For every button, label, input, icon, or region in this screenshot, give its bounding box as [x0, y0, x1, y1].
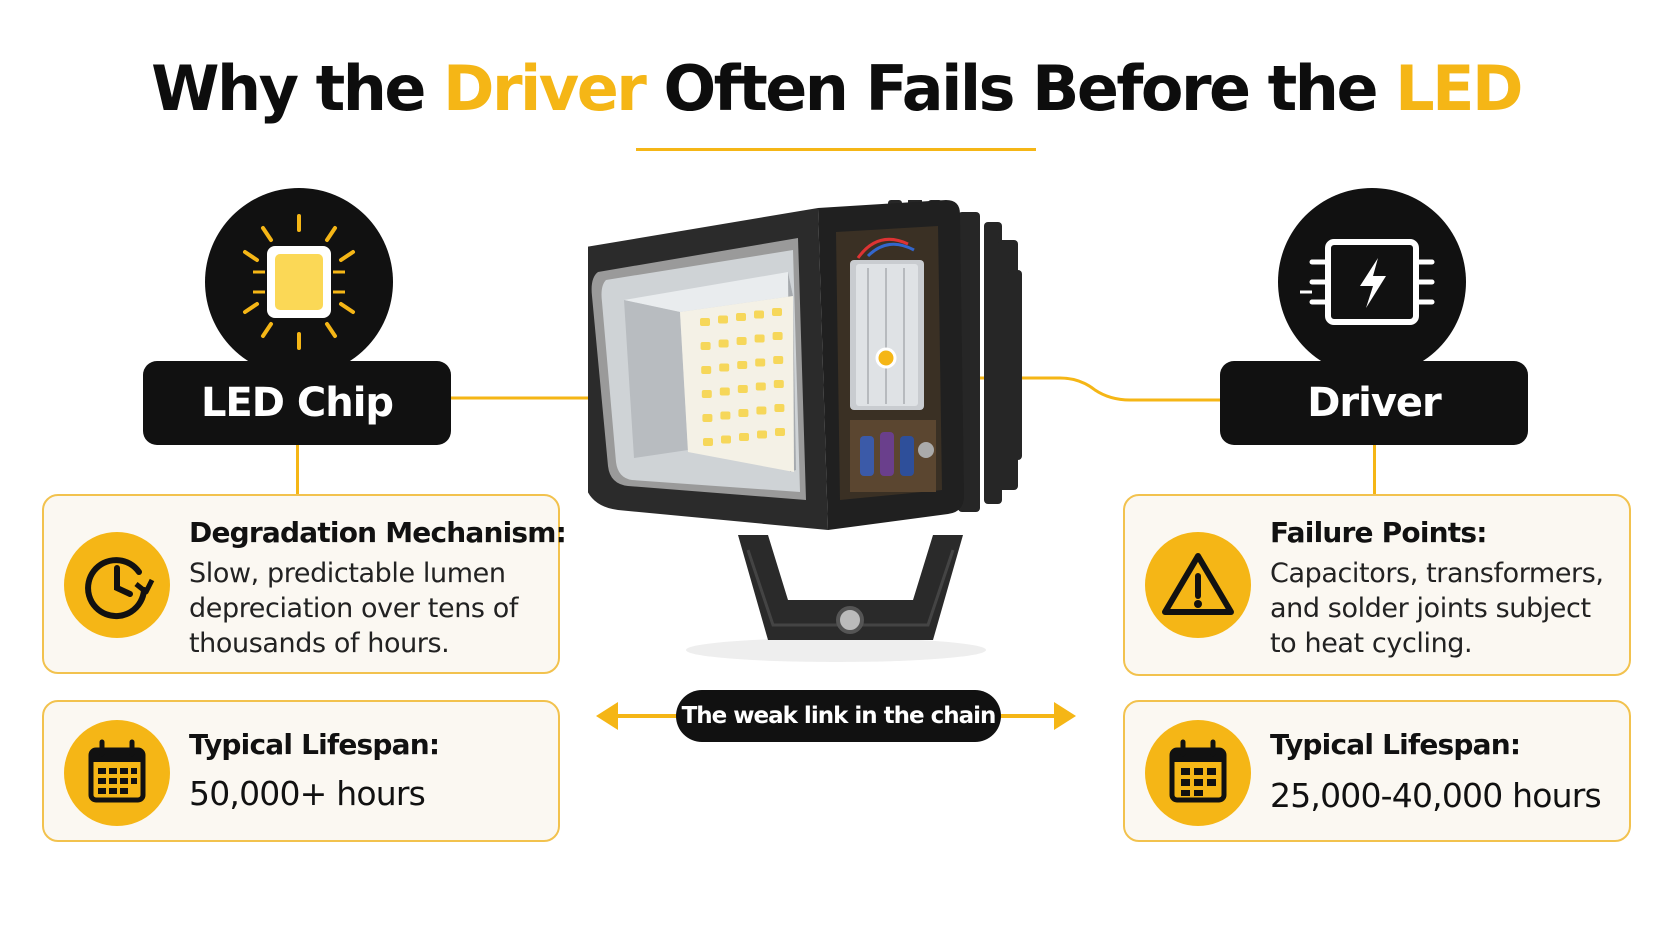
led-dot: [773, 356, 784, 364]
degradation-text-line-2: depreciation over tens of: [189, 593, 518, 624]
clock-icon-badge: [64, 532, 170, 638]
degradation-text: Slow, predictable lumen depreciation ove…: [189, 556, 518, 661]
weak-link-caption: The weak link in the chain: [676, 690, 1001, 742]
led-dot: [702, 414, 713, 422]
led-lifespan-card: Typical Lifespan: 50,000+ hours: [42, 700, 560, 842]
led-dot: [775, 428, 785, 436]
failure-points-line-3: to heat cycling.: [1270, 628, 1473, 659]
title-highlight-led: LED: [1395, 52, 1523, 125]
left-connector: [296, 445, 299, 495]
warning-icon-badge: [1145, 532, 1251, 638]
led-dot: [736, 313, 746, 321]
led-dot: [757, 430, 767, 439]
calendar-icon: [1169, 739, 1227, 803]
led-dot: [720, 411, 731, 420]
led-dot: [719, 387, 730, 396]
led-dot: [701, 390, 712, 398]
driver-chip-icon: [1300, 239, 1435, 325]
warning-icon: [1162, 553, 1234, 615]
clock-icon: [85, 557, 155, 620]
failure-points-line-2: and solder joints subject: [1270, 593, 1591, 624]
calendar-icon: [88, 739, 146, 803]
failure-points-text: Capacitors, transformers, and solder joi…: [1270, 556, 1604, 661]
led-dot: [772, 308, 782, 316]
calendar-icon-badge: [64, 720, 170, 826]
led-lifespan-value: 50,000+ hours: [189, 774, 426, 813]
right-connector: [1373, 445, 1376, 495]
led-dot: [739, 433, 749, 441]
led-dot: [701, 366, 712, 374]
led-dot: [774, 404, 785, 412]
led-chip-icon: [243, 214, 355, 350]
title-underline: [636, 148, 1036, 151]
title-part-1: Why the: [151, 52, 444, 125]
page-title: Why the Driver Often Fails Before the LE…: [0, 52, 1672, 125]
led-dot: [700, 318, 710, 326]
led-dot: [719, 363, 730, 372]
floodlight-illustration: [588, 200, 1022, 662]
degradation-text-line-3: thousands of hours.: [189, 628, 450, 659]
led-dot: [755, 358, 766, 367]
led-dot: [721, 435, 731, 444]
led-dot: [772, 332, 783, 340]
led-chip-label: LED Chip: [143, 361, 451, 445]
led-dot: [718, 315, 728, 324]
degradation-heading: Degradation Mechanism:: [189, 516, 567, 549]
title-part-2: Often Fails Before the: [644, 52, 1396, 125]
led-chip-icon-circle: [205, 188, 393, 376]
led-lifespan-heading: Typical Lifespan:: [189, 728, 440, 761]
led-dot: [754, 310, 764, 319]
degradation-text-line-1: Slow, predictable lumen: [189, 558, 506, 589]
driver-chip-icon-circle: [1278, 188, 1466, 376]
led-dot: [703, 438, 713, 446]
led-dot: [737, 361, 748, 369]
led-dot: [773, 380, 784, 388]
driver-lifespan-heading: Typical Lifespan:: [1270, 728, 1521, 761]
led-dot: [736, 337, 747, 345]
title-highlight-driver: Driver: [443, 52, 647, 125]
driver-lifespan-value: 25,000-40,000 hours: [1270, 776, 1602, 815]
led-dot: [756, 406, 767, 415]
led-dot: [738, 409, 749, 417]
degradation-card: Degradation Mechanism: Slow, predictable…: [42, 494, 567, 674]
driver-lifespan-card: Typical Lifespan: 25,000-40,000 hours: [1123, 700, 1631, 842]
failure-points-heading: Failure Points:: [1270, 516, 1487, 549]
driver-label: Driver: [1220, 361, 1528, 445]
led-dot: [737, 385, 748, 393]
failure-points-card: Failure Points: Capacitors, transformers…: [1123, 494, 1631, 676]
led-dot: [700, 342, 711, 350]
led-dot: [718, 339, 729, 348]
failure-points-line-1: Capacitors, transformers,: [1270, 558, 1604, 589]
calendar-icon-badge-right: [1145, 720, 1251, 826]
led-dot: [755, 382, 766, 391]
led-dot: [754, 334, 765, 343]
